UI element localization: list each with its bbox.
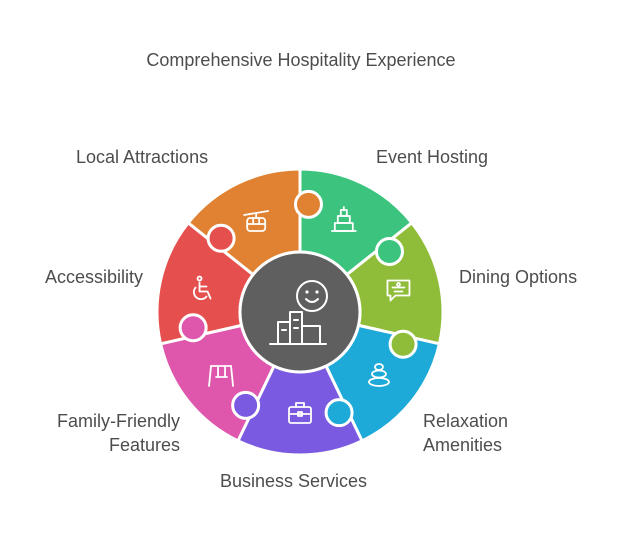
label-line: Relaxation xyxy=(423,411,509,431)
cable-car-icon xyxy=(243,210,270,232)
wheelchair-icon xyxy=(193,275,212,301)
wedding-cake-icon xyxy=(330,206,357,232)
label-line: Amenities xyxy=(423,435,503,455)
label-accessibility: Accessibility xyxy=(45,265,143,289)
label-dining-options: Dining Options xyxy=(459,265,577,289)
label-business-services: Business Services xyxy=(220,469,367,493)
puzzle-knob-local-attractions xyxy=(293,189,323,219)
label-line: Local Attractions xyxy=(76,147,209,167)
label-local-attractions: Local Attractions xyxy=(76,145,208,169)
smiling-building-icon xyxy=(269,280,328,345)
playground-icon xyxy=(208,365,234,387)
briefcase-icon xyxy=(288,402,312,424)
label-line: Accessibility xyxy=(44,267,143,287)
label-line: Family-Friendly xyxy=(56,411,180,431)
stacked-stones-icon xyxy=(368,363,390,387)
label-event-hosting: Event Hosting xyxy=(376,145,488,169)
puzzle-knob-business-services xyxy=(231,390,261,420)
puzzle-knob-relaxation-amenities xyxy=(324,398,354,428)
label-line: Event Hosting xyxy=(376,147,489,167)
puzzle-knob-dining-options xyxy=(388,329,418,359)
chat-food-icon xyxy=(386,279,411,302)
label-line: Dining Options xyxy=(459,267,578,287)
diagram-title: Comprehensive Hospitality Experience xyxy=(146,50,456,70)
puzzle-knob-event-hosting xyxy=(374,236,404,266)
puzzle-knob-family-friendly-features xyxy=(178,313,208,343)
label-line: Business Services xyxy=(220,471,368,491)
label-line: Features xyxy=(108,435,180,455)
puzzle-knob-accessibility xyxy=(206,223,236,253)
